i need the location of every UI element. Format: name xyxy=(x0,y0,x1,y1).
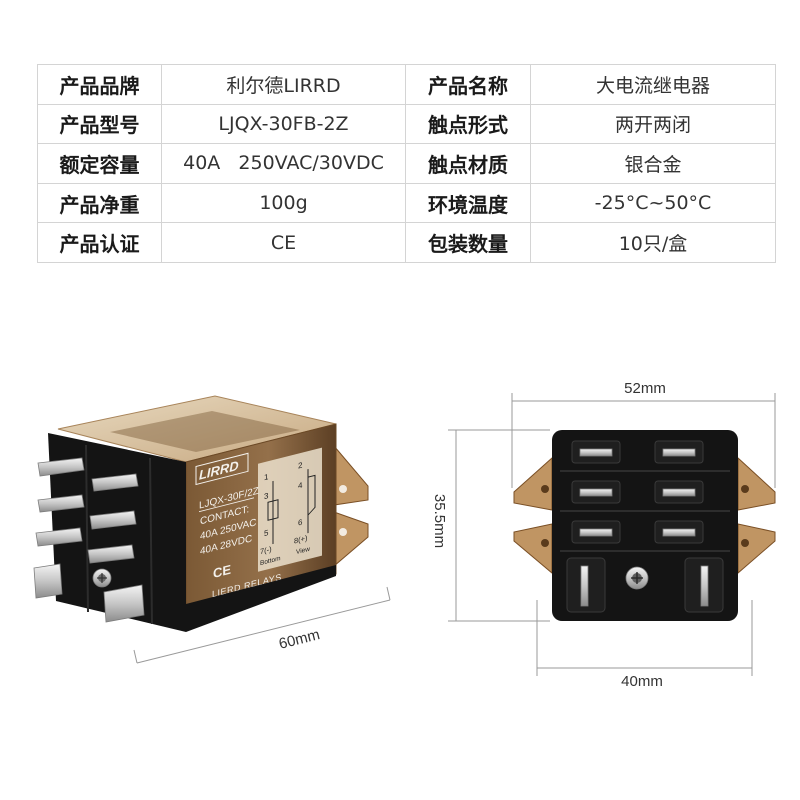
spec-label: 触点形式 xyxy=(405,103,531,145)
terminal-tab xyxy=(89,510,137,530)
flange-hole xyxy=(741,485,749,493)
spec-value: 两开两闭 xyxy=(530,103,776,145)
terminal-pin-large xyxy=(700,565,709,607)
spec-label: 包装数量 xyxy=(405,222,531,263)
spec-label: 产品品牌 xyxy=(37,64,162,105)
spec-table: 产品品牌 利尔德LIRRD 产品名称 大电流继电器 产品型号 LJQX-30FB… xyxy=(37,64,776,263)
spec-value: 40A 250VAC/30VDC xyxy=(161,143,406,184)
mounting-flange-left-lower xyxy=(513,523,553,575)
schematic-window xyxy=(258,447,322,572)
spec-value: 大电流继电器 xyxy=(530,64,776,105)
flange-hole xyxy=(741,539,749,547)
mounting-flange-right-lower xyxy=(737,523,776,575)
spec-value: 100g xyxy=(161,182,406,224)
pin-label: 5 xyxy=(264,528,269,538)
mounting-flange-lower xyxy=(333,511,369,568)
terminal-face-ridge xyxy=(85,444,89,613)
body-divider xyxy=(560,470,730,472)
terminal-tab xyxy=(91,473,139,492)
height-dimension: 35.5mm xyxy=(431,429,550,622)
flange-hole xyxy=(339,528,347,536)
pin-label: 6 xyxy=(298,518,303,528)
base-dimension-label: 40mm xyxy=(621,673,663,690)
length-dimension-label: 60mm xyxy=(277,626,322,653)
terminal-face-ridge xyxy=(149,457,153,625)
pin-label: 3 xyxy=(264,491,269,501)
schematic-switch xyxy=(307,474,316,516)
flange-hole xyxy=(339,485,347,493)
terminal-pin xyxy=(579,528,613,537)
spec-value: 利尔德LIRRD xyxy=(161,64,406,105)
spec-label: 产品净重 xyxy=(37,182,162,224)
relay-bottom-view: 52mm 35.5mm 40mm xyxy=(431,380,776,690)
pin-label: 4 xyxy=(298,481,303,491)
spec-label: 额定容量 xyxy=(37,143,162,184)
spec-value: CE xyxy=(161,222,406,263)
flange-hole xyxy=(541,485,549,493)
body-divider xyxy=(560,510,730,512)
terminal-pin xyxy=(579,488,613,497)
terminal-tab xyxy=(37,457,85,477)
spec-value: -25°C~50°C xyxy=(530,182,776,224)
brand-logo-box xyxy=(195,452,249,486)
terminal-pin xyxy=(662,488,696,497)
mounting-flange-right-upper xyxy=(737,456,776,511)
spec-label: 环境温度 xyxy=(405,182,531,224)
terminal-tab-large xyxy=(103,584,145,623)
spec-row: 额定容量 40A 250VAC/30VDC 触点材质 银合金 xyxy=(37,143,776,184)
flange-hole xyxy=(541,539,549,547)
housing-interior xyxy=(110,411,300,452)
dimension-tick xyxy=(386,586,391,601)
spec-label: 产品型号 xyxy=(37,103,162,145)
terminal-tab xyxy=(37,494,85,513)
ce-mark: CE xyxy=(213,562,231,581)
pin-label: 1 xyxy=(264,472,269,482)
width-dimension: 52mm xyxy=(511,380,776,488)
terminal-tab xyxy=(87,544,135,564)
dimension-tick xyxy=(133,649,138,664)
relay-label: LIRRD LJQX-30F/2Z CONTACT: 40A 250VAC 40… xyxy=(195,447,322,599)
terminal-pin xyxy=(662,528,696,537)
terminal-tab-large xyxy=(33,563,63,599)
dimension-line xyxy=(136,599,391,664)
terminal-pin xyxy=(579,448,613,457)
spec-value: 银合金 xyxy=(530,143,776,184)
relay-base-strip xyxy=(186,565,336,632)
schematic-coil xyxy=(267,499,279,521)
spec-label: 触点材质 xyxy=(405,143,531,184)
spec-row: 产品型号 LJQX-30FB-2Z 触点形式 两开两闭 xyxy=(37,103,776,145)
body-divider xyxy=(560,550,730,552)
mounting-flange-upper xyxy=(333,444,369,506)
spec-label: 产品名称 xyxy=(405,64,531,105)
spec-value: LJQX-30FB-2Z xyxy=(161,103,406,145)
terminal-pin-large xyxy=(580,565,589,607)
spec-value: 10只/盒 xyxy=(530,222,776,263)
relay-side-view: LIRRD LJQX-30F/2Z CONTACT: 40A 250VAC 40… xyxy=(33,395,391,664)
spec-row: 产品品牌 利尔德LIRRD 产品名称 大电流继电器 xyxy=(37,64,776,105)
terminal-tab xyxy=(35,527,83,547)
mounting-flange-left-upper xyxy=(513,456,553,511)
pin-label: 7(-) xyxy=(260,544,272,556)
width-dimension-label: 52mm xyxy=(624,380,666,397)
view-caption: View xyxy=(296,546,310,556)
height-dimension-label: 35.5mm xyxy=(431,494,448,548)
base-dimension: 40mm xyxy=(536,600,753,690)
spec-label: 产品认证 xyxy=(37,222,162,263)
spec-row: 产品认证 CE 包装数量 10只/盒 xyxy=(37,222,776,263)
pin-label: 8(+) xyxy=(294,533,308,545)
pin-label: 2 xyxy=(298,461,303,471)
spec-row: 产品净重 100g 环境温度 -25°C~50°C xyxy=(37,182,776,224)
model-underline xyxy=(199,497,254,513)
terminal-pin xyxy=(662,448,696,457)
